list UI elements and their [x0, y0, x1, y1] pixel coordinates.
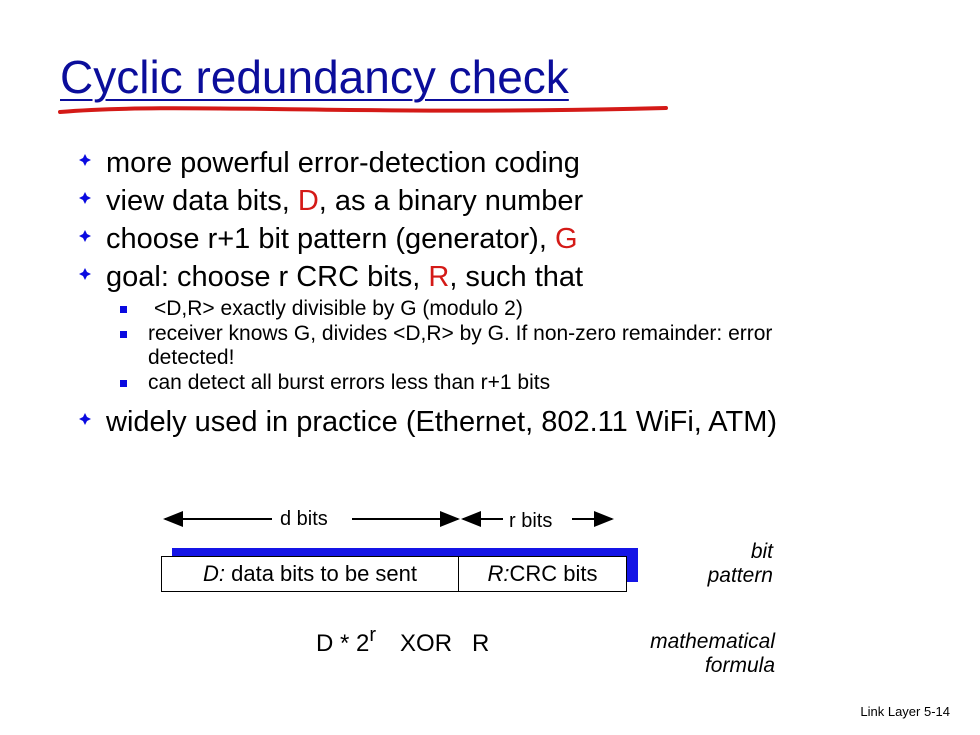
bullet-item: view data bits, D, as a binary number — [78, 182, 958, 220]
title-underline-stroke — [58, 106, 668, 114]
crc-bits-text: CRC bits — [509, 561, 598, 586]
bullet-item: widely used in practice (Ethernet, 802.1… — [78, 403, 958, 441]
crc-formula: D * 2r XOR R — [316, 624, 490, 658]
bullet-item: more powerful error-detection coding — [78, 144, 958, 182]
bullet-text: more powerful error-detection coding — [106, 147, 580, 179]
bullet-text: choose r+1 bit pattern (generator), — [106, 223, 555, 255]
square-bullet-icon — [120, 306, 127, 313]
formula-rest: XOR R — [400, 630, 490, 657]
r-bits-label: r bits — [509, 510, 553, 532]
d-bits-label: d bits — [280, 508, 328, 530]
bit-pattern-line2: pattern — [707, 564, 773, 587]
bit-pattern-label: bit pattern — [660, 540, 773, 588]
d-prefix: D: — [202, 561, 225, 586]
diamond-bullet-icon — [79, 413, 91, 425]
data-bits-text: data bits to be sent — [231, 561, 418, 586]
diamond-bullet-icon — [79, 268, 91, 280]
diamond-bullet-icon — [79, 154, 91, 166]
diamond-bullet-icon — [79, 230, 91, 242]
sub-bullet-text: receiver knows G, divides <D,R> by G. If… — [148, 322, 773, 369]
bit-pattern-box: D: data bits to be sent R:CRC bits — [161, 556, 627, 592]
bullet-text: , such that — [449, 261, 584, 293]
bit-pattern-line1: bit — [750, 540, 773, 563]
diamond-bullet-icon — [79, 192, 91, 204]
square-bullet-icon — [120, 380, 127, 387]
sub-bullet-text: <D,R> exactly divisible by G (modulo 2) — [154, 297, 523, 320]
bullet-text: view data bits, — [106, 185, 298, 217]
crc-bits-cell: R:CRC bits — [459, 557, 626, 591]
math-line1: mathematical — [650, 630, 775, 653]
formula-base: D * 2 — [316, 630, 370, 657]
data-bits-cell: D: data bits to be sent — [162, 557, 459, 591]
slide-footer: Link Layer 5-14 — [860, 704, 950, 719]
bullet-item: choose r+1 bit pattern (generator), G — [78, 220, 958, 258]
formula-exponent: r — [369, 624, 377, 646]
sub-bullet-item: receiver knows G, divides <D,R> by G. If… — [78, 322, 808, 370]
mathematical-formula-label: mathematical formula — [600, 630, 775, 678]
square-bullet-icon — [120, 331, 127, 338]
sub-bullet-item: <D,R> exactly divisible by G (modulo 2) — [78, 297, 958, 321]
bullet-highlight: R — [428, 261, 450, 293]
sub-bullet-text: can detect all burst errors less than r+… — [148, 371, 551, 394]
r-prefix: R: — [487, 561, 510, 586]
bullet-list: more powerful error-detection coding vie… — [78, 144, 958, 441]
bullet-highlight: D — [297, 185, 319, 217]
slide-title: Cyclic redundancy check — [60, 51, 569, 103]
bullet-text: , as a binary number — [318, 185, 584, 217]
bullet-item: goal: choose r CRC bits, R, such that — [78, 258, 958, 296]
sub-bullet-item: can detect all burst errors less than r+… — [78, 371, 958, 395]
bullet-text: widely used in practice (Ethernet, 802.1… — [106, 406, 778, 438]
math-line2: formula — [704, 654, 775, 677]
bullet-text: goal: choose r CRC bits, — [106, 261, 429, 293]
bullet-highlight: G — [554, 223, 578, 255]
